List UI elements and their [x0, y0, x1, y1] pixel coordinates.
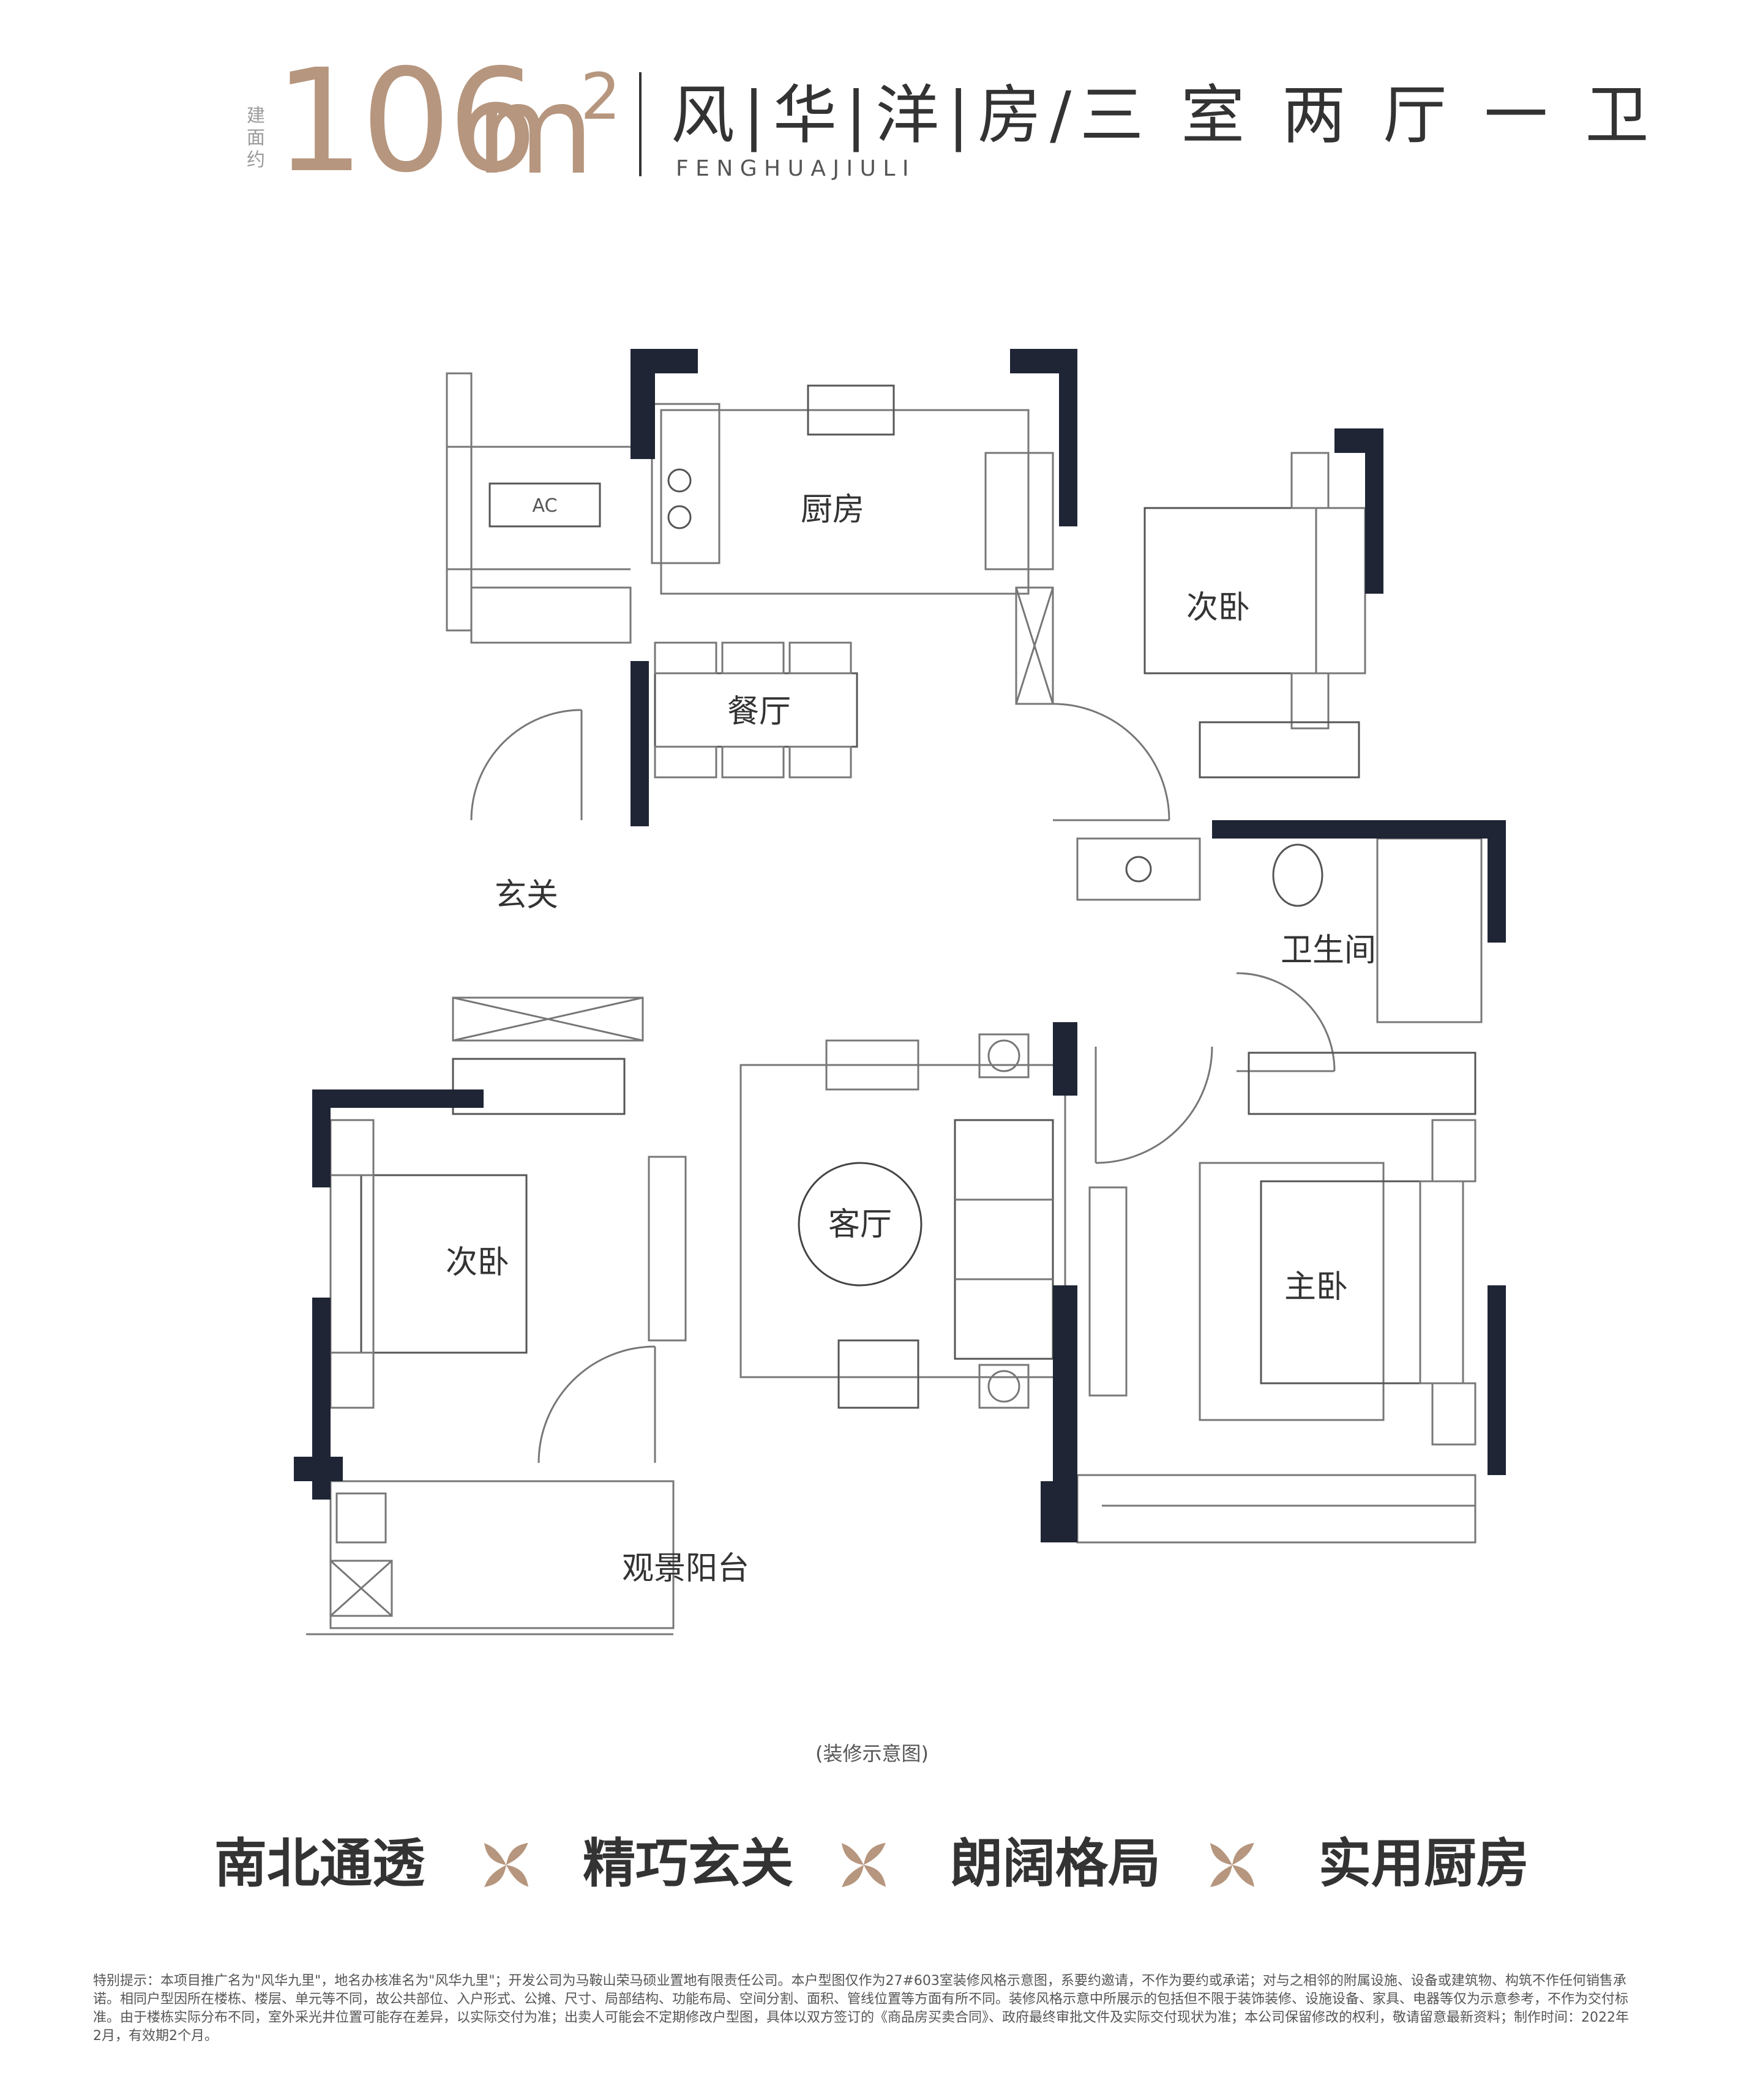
room-label-bedroom-ne: 次卧 — [1186, 589, 1250, 626]
washing-machine — [329, 1560, 393, 1617]
header-divider — [639, 72, 642, 176]
area-unit: m — [475, 59, 594, 202]
layout-subtitle: F E N G H U A J I U L I — [676, 156, 909, 181]
ac-label: AC — [533, 495, 558, 517]
toilet — [1272, 843, 1323, 907]
room-label-kitchen: 厨房 — [801, 491, 864, 528]
tv-console — [825, 1039, 919, 1091]
room-label-bathroom: 卫生间 — [1281, 932, 1376, 969]
kitchen-sink — [807, 384, 895, 436]
floor-plan: 厨房 餐厅 次卧 玄关 卫生间 客厅 次卧 主卧 观景阳台 AC — [294, 349, 1506, 1635]
sofa — [954, 1119, 1054, 1360]
living-label-circle — [798, 1162, 923, 1287]
feature-item: 南北通透 — [214, 1833, 425, 1894]
living-rug — [739, 1064, 1066, 1378]
room-label-master: 主卧 — [1284, 1269, 1348, 1306]
armchair — [837, 1339, 919, 1409]
room-label-living: 客厅 — [828, 1206, 892, 1243]
leaf-separator-icon — [484, 1842, 529, 1888]
room-label-bedroom-w: 次卧 — [446, 1244, 509, 1281]
area-unit-superscript: 2 — [580, 59, 621, 134]
room-label-dining: 餐厅 — [727, 693, 791, 730]
leaf-separator-icon — [1210, 1842, 1255, 1888]
ac-platform-outline — [446, 372, 473, 632]
stove-burner — [667, 468, 692, 493]
feature-item: 精巧玄关 — [583, 1833, 793, 1894]
stove-burner — [667, 505, 692, 529]
feature-item: 朗阔格局 — [950, 1833, 1161, 1894]
bed-w — [360, 1174, 528, 1354]
plan-caption: (装修示意图) — [815, 1742, 929, 1765]
room-label-balcony: 观景阳台 — [622, 1550, 749, 1587]
structural-walls — [294, 349, 1506, 1542]
balcony-sink — [335, 1492, 387, 1544]
feature-strip: 南北通透 精巧玄关 朗阔格局 实用厨房 — [0, 1830, 1744, 1904]
room-label-entrance: 玄关 — [495, 877, 558, 914]
layout-title: 风|华|洋|房/三 室 两 厅 一 卫 — [671, 78, 1658, 152]
wash-basin — [1125, 856, 1152, 883]
master-wardrobe — [1248, 1052, 1476, 1115]
balcony-outline — [329, 1480, 675, 1629]
entry-door-swing — [470, 709, 582, 821]
area-prefix-label: 建面约 — [247, 105, 265, 171]
leaf-separator-icon — [841, 1842, 886, 1888]
disclaimer-text: 特别提示：本项目推广名为"风华九里"，地名办核准名为"风华九里"；开发公司为马鞍… — [93, 1973, 1629, 2044]
wardrobe-ne — [1199, 721, 1360, 779]
feature-item: 实用厨房 — [1319, 1833, 1529, 1894]
wardrobe-w — [452, 1058, 626, 1115]
area-number: 106 — [274, 39, 538, 204]
ac-unit — [488, 482, 601, 528]
